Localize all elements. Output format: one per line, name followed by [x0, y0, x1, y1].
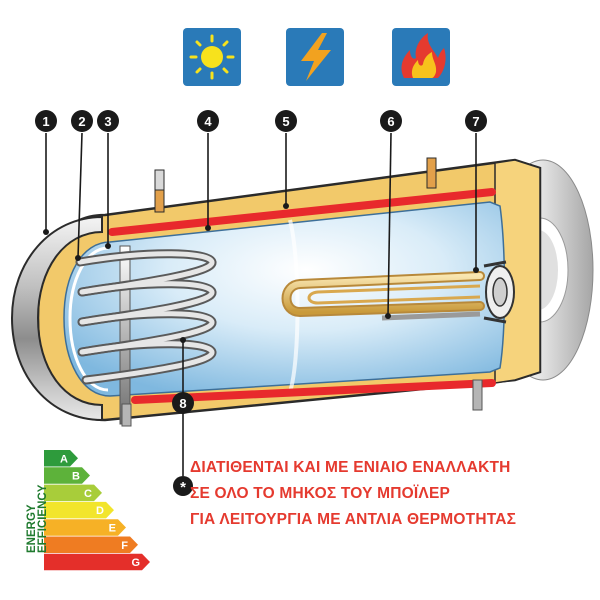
callout-2: 2 — [71, 110, 93, 132]
note-line-1: ΔΙΑΤΙΘΕΝΤΑΙ ΚΑΙ ΜΕ ΕΝΙΑΙΟ ΕΝΑΛΛΑΚΤΗ — [190, 459, 511, 476]
energy-class-bar-c — [44, 484, 102, 502]
sun-icon — [183, 28, 241, 86]
heating-cables — [108, 188, 496, 404]
callout-3-label: 3 — [104, 114, 111, 129]
flame-icon — [392, 28, 450, 86]
energy-class-letter-d: D — [96, 505, 104, 517]
footnote-marker: * — [180, 479, 186, 496]
note-line-2: ΣΕ ΟΛΟ ΤΟ ΜΗΚΟΣ ΤΟΥ ΜΠΟΪΛΕΡ — [190, 485, 451, 502]
callout-8: 8 — [172, 392, 194, 414]
callout-4: 4 — [197, 110, 219, 132]
bottom-pipes — [121, 379, 483, 427]
callout-4-label: 4 — [204, 114, 212, 129]
note-line-3: ΓΙΑ ΛΕΙΤΟΥΡΓΙΑ ΜΕ ΑΝΤΛΙΑ ΘΕΡΜΟΤΗΤΑΣ — [190, 511, 517, 528]
energy-class-letter-g: G — [131, 557, 140, 569]
callout-5: 5 — [275, 110, 297, 132]
energy-class-letter-e: E — [109, 522, 116, 534]
energy-class-bar-e — [44, 519, 126, 536]
top-pipes — [154, 157, 437, 213]
footnote-badge: * — [173, 476, 193, 496]
callout-3: 3 — [97, 110, 119, 132]
energy-class-letter-c: C — [84, 488, 92, 500]
electric-heater-element — [281, 260, 515, 324]
callout-8-label: 8 — [179, 396, 186, 411]
energy-class-bar-f — [44, 536, 138, 553]
energy-class-letter-b: B — [72, 471, 80, 483]
energy-class-bar-d — [44, 501, 114, 519]
callout-1-label: 1 — [42, 114, 49, 129]
energy-class-letter-a: A — [60, 453, 68, 465]
left-outer-casing — [10, 215, 103, 422]
energy-subtitle: EFFICIENCY — [37, 484, 49, 553]
callout-badges: 1 2 3 4 5 6 7 8 * — [35, 110, 487, 496]
callout-6: 6 — [380, 110, 402, 132]
lightning-icon — [286, 28, 344, 86]
energy-class-bar-b — [44, 467, 90, 484]
energy-class-bar-a — [44, 450, 78, 467]
callout-dots — [43, 203, 479, 343]
energy-class-bar-g — [44, 553, 150, 571]
energy-title: ENERGY — [26, 504, 38, 553]
callout-7: 7 — [465, 110, 487, 132]
energy-class-letter-f: F — [121, 540, 128, 552]
callout-2-label: 2 — [78, 114, 85, 129]
callout-1: 1 — [35, 110, 57, 132]
heat-exchanger-coil — [75, 245, 217, 425]
callout-7-label: 7 — [472, 114, 479, 129]
callout-6-label: 6 — [387, 114, 394, 129]
callout-5-label: 5 — [282, 114, 289, 129]
